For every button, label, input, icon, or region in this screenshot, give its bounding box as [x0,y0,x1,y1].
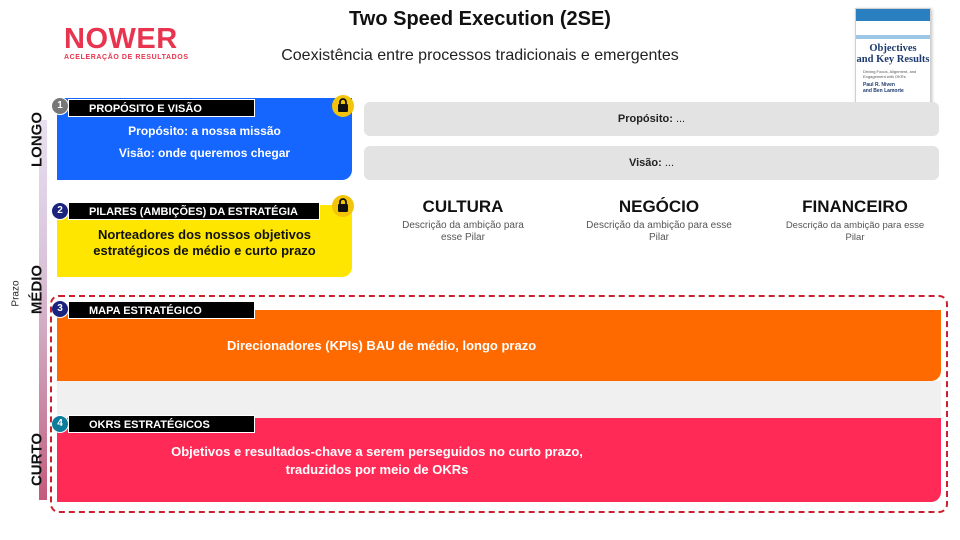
visao-bar-label: Visão: [628,157,662,169]
mapa-estrategico-text: Direcionadores (KPIs) BAU de médio, long… [227,338,537,353]
proposito-text: Propósito: a nossa missão [128,124,281,138]
book-cover-stripe [856,35,930,39]
pillar-title: FINANCEIRO [802,197,908,216]
axis-label-curto: CURTO [28,432,46,487]
axis-label-prazo: Prazo [10,280,22,307]
pillar-title: NEGÓCIO [618,197,700,216]
pillar-description: Descrição da ambição para esse Pilar [383,220,543,244]
page-title: Two Speed Execution (2SE) [349,8,611,30]
proposito-bar-label: Propósito: [617,113,673,125]
logo-word-b: ER [136,23,178,55]
pillar-description-line1: Descrição da ambição para esse [586,220,732,231]
axis-label-longo: LONGO [28,112,46,167]
pillar-title: CULTURA [422,197,504,216]
book-title-line1: Objectives [869,43,917,54]
book-authors: Paul R. Niven and Ben Lamorte [856,82,930,94]
section-label-proposito-visao: PROPÓSITO E VISÃO [68,99,255,117]
book-author-2: and Ben Lamorte [863,88,904,94]
pillar-financeiro: FINANCEIRO Descrição da ambição para ess… [770,197,940,244]
pillar-description-line2: esse Pilar [441,232,485,243]
timeline-axis-bar [39,120,47,500]
pillar-description-line2: Pilar [845,232,865,243]
lock-icon [332,195,354,217]
okrs-text-line2: traduzidos por meio de OKRs [285,462,469,477]
proposito-bar: Propósito: ... [364,102,939,136]
separator-band [57,381,941,418]
visao-text: Visão: onde queremos chegar [118,146,291,160]
pillar-description-line1: Descrição da ambição para [402,220,524,231]
mapa-estrategico-box [57,310,941,381]
pillar-negocio: NEGÓCIO Descrição da ambição para esse P… [574,197,744,244]
axis-label-medio: MÉDIO [28,264,46,315]
nower-logo: NOWER ACELERAÇÃO DE RESULTADOS [64,24,189,61]
pilares-text-line1: Norteadores dos nossos objetivos [97,227,312,242]
book-author-1: Paul R. Niven [863,82,895,88]
visao-bar: Visão: ... [364,146,939,180]
section-number-2: 2 [51,202,69,220]
okrs-text-line1: Objetivos e resultados-chave a serem per… [171,444,583,459]
short-medium-term-dashed-frame [50,295,948,513]
proposito-bar-value: ... [675,113,686,125]
section-label-mapa-estrategico: MAPA ESTRATÉGICO [68,301,255,319]
book-title-line2: and Key Results [856,54,930,65]
visao-bar-value: ... [664,157,675,169]
book-cover-top-band [856,9,930,21]
section-number-1: 1 [51,97,69,115]
book-subtitle: Driving Focus, Alignment, and Engagement… [863,69,917,79]
page-subtitle: Coexistência entre processos tradicionai… [281,47,679,64]
logo-tagline: ACELERAÇÃO DE RESULTADOS [64,54,189,61]
book-cover-image: Objectives and Key Results Driving Focus… [855,8,931,120]
pilares-text-line2: estratégicos de médio e curto prazo [93,243,316,258]
lock-icon [332,95,354,117]
logo-word-a: NOW [64,23,137,55]
pillar-description-line1: Descrição da ambição para esse [785,220,925,231]
pillar-description: Descrição da ambição para esse Pilar [574,220,744,244]
section-label-pilares: PILARES (AMBIÇÕES) DA ESTRATÉGIA [68,202,320,220]
logo-wordmark: NOWER [64,24,189,54]
book-title: Objectives and Key Results [856,43,930,65]
pillar-cultura: CULTURA Descrição da ambição para esse P… [383,197,543,244]
pillar-description: Descrição da ambição para esse Pilar [770,220,940,244]
pillar-description-line2: Pilar [648,232,669,243]
section-label-okrs-estrategicos: OKRS ESTRATÉGICOS [68,415,255,433]
